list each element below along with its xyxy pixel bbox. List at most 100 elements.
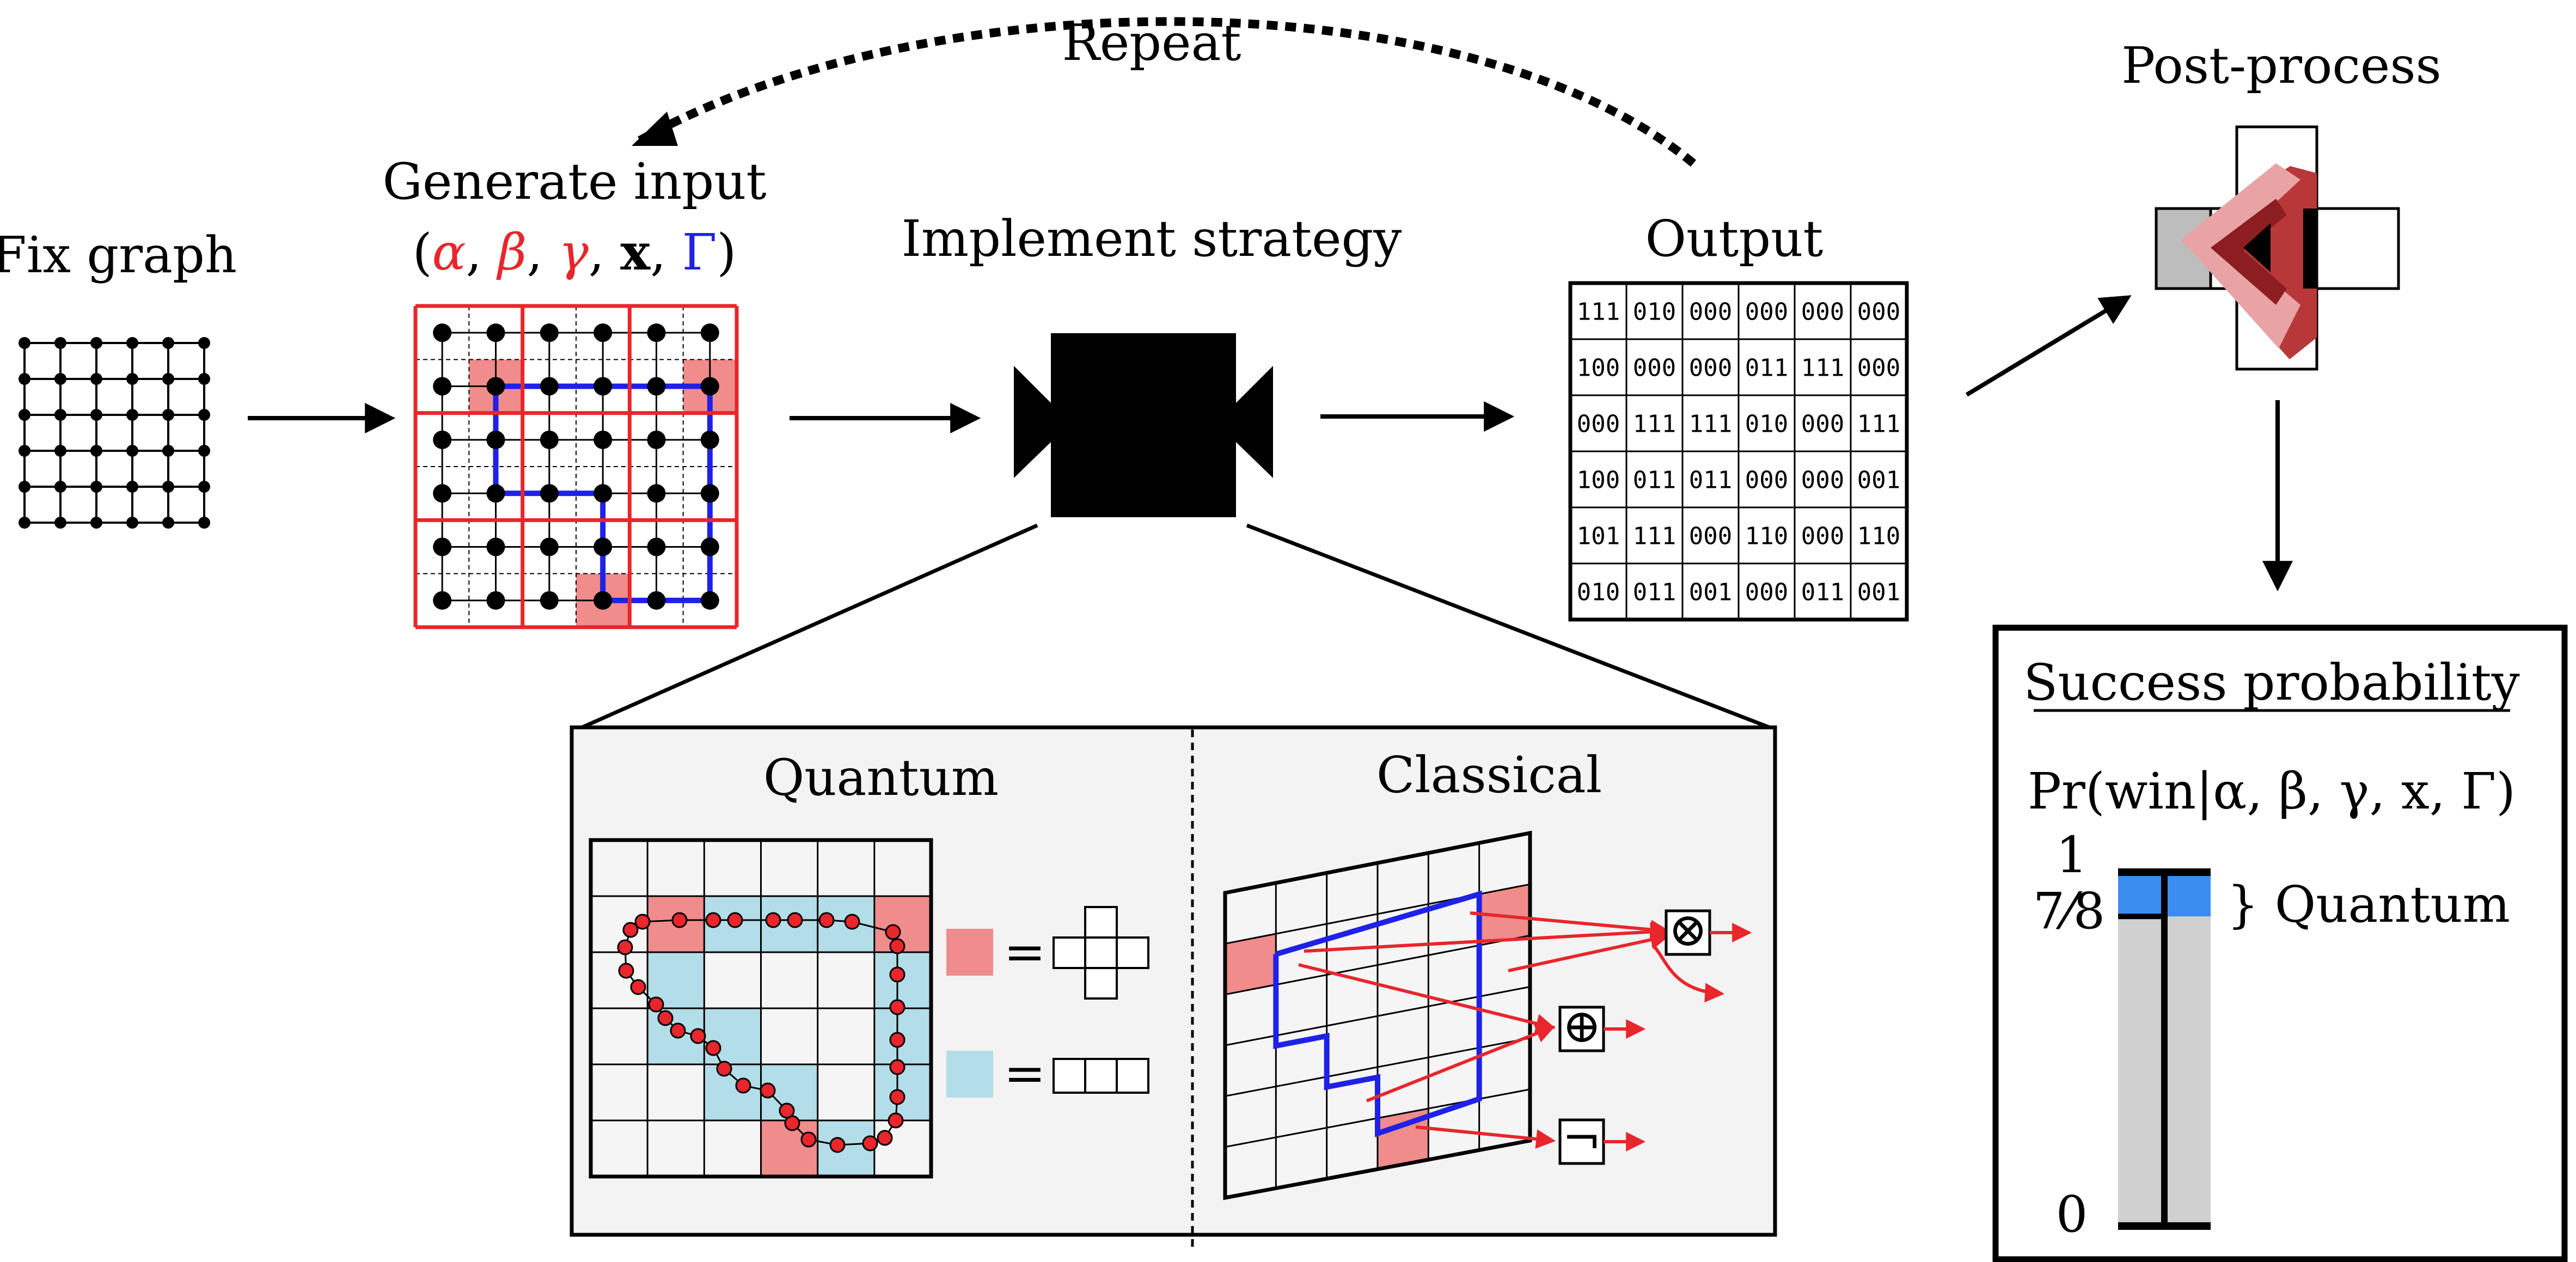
and-gate-icon: ⊗ (1668, 903, 1708, 957)
output-cell: 111 (1801, 354, 1844, 382)
graph-vertex (90, 409, 102, 421)
input-graph-vertex (647, 323, 666, 342)
generate-input-label: Generate input (383, 152, 767, 211)
input-graph-vertex (486, 537, 505, 556)
qubit-node (657, 1010, 674, 1026)
qubit-node (885, 924, 901, 940)
circuit-wire (1508, 930, 1671, 972)
graph-vertex (162, 409, 174, 421)
output-cell: 000 (1801, 411, 1844, 438)
graph-vertex (19, 481, 30, 493)
xor-gate-icon-box (1558, 1006, 1605, 1052)
input-graph-vertex (593, 430, 613, 449)
qubit-node (889, 966, 905, 983)
input-graph-vertex (593, 323, 613, 342)
graph-vertex (90, 481, 102, 493)
qubit-node (671, 912, 688, 928)
graph-vertex (198, 445, 210, 457)
classical-grid-border (1223, 830, 1532, 1200)
input-graph-vertex (593, 537, 613, 556)
input-graph-vertex (593, 484, 613, 503)
input-graph-vertex (433, 377, 452, 396)
input-graph-vertex (540, 430, 559, 449)
output-cell: 000 (1689, 523, 1732, 550)
output-cell: 011 (1633, 467, 1676, 494)
qubit-node (705, 912, 721, 928)
quantum-brace-label: } Quantum (2227, 875, 2510, 934)
output-cell: 100 (1577, 354, 1620, 382)
output-cell: 000 (1577, 411, 1620, 438)
output-cell: 110 (1745, 523, 1788, 550)
graph-vertex (126, 481, 138, 493)
classical-path (1273, 890, 1482, 1137)
qubit-node (889, 938, 905, 954)
not-gate-icon: ¬ (1562, 1112, 1601, 1166)
quantum-panel-title: Quantum (763, 749, 999, 807)
circuit-wire (1298, 963, 1556, 1033)
qubit-node (634, 914, 651, 930)
line-tile-cell (704, 1008, 761, 1064)
prob-label-7-8: 7⁄8 (2033, 882, 2105, 940)
input-graph-vertex (700, 537, 719, 556)
qubit-node (889, 1059, 905, 1075)
classical-highlight-cell (1225, 934, 1276, 995)
qubit-node (779, 1102, 795, 1119)
output-cell: 111 (1577, 298, 1620, 326)
output-cell: 000 (1801, 467, 1844, 494)
input-graph-vertex (700, 591, 719, 610)
output-cell: 001 (1857, 579, 1900, 607)
qubit-node (829, 1137, 846, 1153)
graph-vertex (54, 517, 66, 529)
qubit-node (888, 1112, 904, 1129)
qubit-node (818, 912, 835, 928)
quantum-strategy-grid (589, 838, 933, 1179)
circuit-wire (1470, 911, 1671, 940)
legend-equals-1: = (1004, 923, 1045, 981)
graph-vertex (126, 409, 138, 421)
qubit-node (727, 912, 743, 928)
legend-equals-2: = (1004, 1044, 1045, 1102)
input-graph-vertex (433, 591, 452, 610)
output-cell: 000 (1745, 467, 1788, 494)
graph-vertex (126, 373, 138, 385)
graph-vertex (198, 409, 210, 421)
input-graph-vertex (433, 484, 452, 503)
qubit-node (889, 999, 905, 1015)
input-graph-vertex (486, 484, 505, 503)
input-graph-vertex (486, 323, 505, 342)
output-cell: 101 (1577, 523, 1620, 550)
graph-vertex (126, 517, 138, 529)
fix-graph-label: Fix graph (0, 226, 237, 284)
qubit-node (690, 1028, 706, 1044)
input-graph-vertex (433, 537, 452, 556)
input-graph-vertex (540, 323, 559, 342)
generated-input-grid (413, 304, 739, 629)
input-graph-vertex (647, 430, 666, 449)
qubit-node (716, 1061, 732, 1077)
output-cell: 001 (1857, 467, 1900, 494)
input-graph-vertex (647, 377, 666, 396)
output-cell: 000 (1689, 354, 1732, 382)
success-probability-box (1992, 624, 2568, 1262)
graph-vertex (162, 517, 174, 529)
graph-vertex (19, 517, 30, 529)
input-graph-vertex (700, 323, 719, 342)
graph-vertex (54, 481, 66, 493)
legend-line-tile-icon (1053, 1058, 1149, 1094)
graph-vertex (162, 373, 174, 385)
qubit-node (844, 914, 860, 930)
output-cell: 011 (1689, 467, 1732, 494)
output-cell: 000 (1857, 354, 1900, 382)
input-graph-vertex (700, 377, 719, 396)
qubit-node (765, 912, 781, 928)
classical-highlight-cell (1378, 1108, 1429, 1169)
input-graph-vertex (647, 591, 666, 610)
legend-pink-swatch (946, 929, 993, 976)
and-gate-icon-box (1665, 909, 1711, 956)
input-graph-vertex (486, 430, 505, 449)
graph-vertex (19, 445, 30, 457)
qubit-node (760, 1082, 776, 1099)
circuit-wire (1366, 1024, 1556, 1102)
output-cell: 000 (1689, 298, 1732, 326)
input-graph-vertex (593, 591, 613, 610)
